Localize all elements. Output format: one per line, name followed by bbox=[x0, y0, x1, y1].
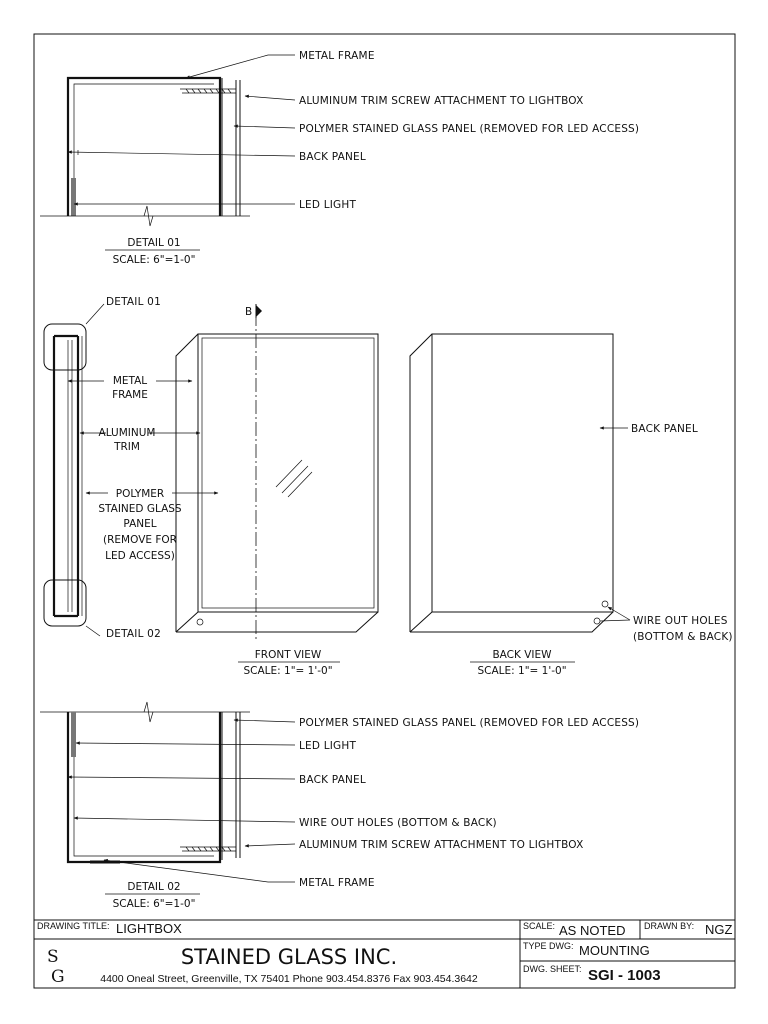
detail-02-title: DETAIL 02 bbox=[127, 881, 180, 893]
back-view-drawing bbox=[409, 333, 631, 633]
drawing-title-label: DRAWING TITLE: bbox=[37, 921, 110, 931]
label-metal-frame-02: METAL FRAME bbox=[299, 877, 375, 889]
section-mark-b: B bbox=[245, 306, 252, 318]
section-polymer-label-5: LED ACCESS) bbox=[105, 550, 175, 562]
logo-letter-g: G bbox=[51, 967, 65, 987]
detail-01-leaders bbox=[67, 54, 296, 206]
front-view-scale: SCALE: 1"= 1'-0" bbox=[243, 665, 332, 677]
section-aluminum-label-1: ALUMINUM bbox=[99, 427, 156, 439]
section-polymer-label-2: STAINED GLASS bbox=[98, 503, 182, 515]
scale-label: SCALE: bbox=[523, 921, 555, 931]
section-detail-01-label: DETAIL 01 bbox=[106, 296, 161, 308]
label-aluminum-trim-screw-01: ALUMINUM TRIM SCREW ATTACHMENT TO LIGHTB… bbox=[299, 95, 583, 107]
detail-01-drawing bbox=[40, 76, 250, 227]
detail-01-callout bbox=[43, 323, 87, 371]
detail-02-leaders bbox=[67, 718, 296, 883]
section-metal-label-2: FRAME bbox=[112, 389, 148, 401]
label-back-panel-view: BACK PANEL bbox=[631, 423, 698, 435]
section-view bbox=[43, 303, 219, 637]
label-led-light-02: LED LIGHT bbox=[299, 740, 356, 752]
type-dwg-label: TYPE DWG: bbox=[523, 941, 574, 951]
company-logo: S G bbox=[47, 947, 65, 987]
label-wire-holes-2: (BOTTOM & BACK) bbox=[633, 631, 733, 643]
label-wire-holes-02: WIRE OUT HOLES (BOTTOM & BACK) bbox=[299, 817, 497, 829]
drawn-by-value: NGZ bbox=[705, 922, 733, 937]
section-polymer-label-1: POLYMER bbox=[116, 488, 164, 500]
detail-02-drawing bbox=[40, 701, 250, 864]
label-led-light-01: LED LIGHT bbox=[299, 199, 356, 211]
dwg-sheet-label: DWG. SHEET: bbox=[523, 964, 582, 974]
dwg-sheet-value: SGI - 1003 bbox=[588, 967, 661, 984]
label-aluminum-trim-screw-02: ALUMINUM TRIM SCREW ATTACHMENT TO LIGHTB… bbox=[299, 839, 583, 851]
label-polymer-panel-02: POLYMER STAINED GLASS PANEL (REMOVED FOR… bbox=[299, 717, 639, 729]
company-address: 4400 Oneal Street, Greenville, TX 75401 … bbox=[100, 973, 478, 985]
label-back-panel-02: BACK PANEL bbox=[299, 774, 366, 786]
back-view-title: BACK VIEW bbox=[492, 649, 552, 661]
label-metal-frame-01: METAL FRAME bbox=[299, 50, 375, 62]
drawing-title-value: LIGHTBOX bbox=[116, 921, 182, 936]
title-block bbox=[34, 919, 735, 988]
front-view-title: FRONT VIEW bbox=[255, 649, 322, 661]
front-view-drawing bbox=[175, 304, 379, 642]
detail-01-title: DETAIL 01 bbox=[127, 237, 180, 249]
scale-value: AS NOTED bbox=[559, 923, 625, 938]
label-back-panel-01: BACK PANEL bbox=[299, 151, 366, 163]
type-dwg-value: MOUNTING bbox=[579, 943, 650, 958]
section-polymer-label-4: (REMOVE FOR bbox=[103, 534, 177, 546]
sheet-border bbox=[33, 33, 736, 989]
detail-02-scale: SCALE: 6"=1-0" bbox=[113, 898, 196, 910]
section-detail-02-label: DETAIL 02 bbox=[106, 628, 161, 640]
logo-letter-s: S bbox=[47, 947, 59, 967]
detail-02-callout bbox=[43, 579, 87, 627]
label-wire-holes-1: WIRE OUT HOLES bbox=[633, 615, 728, 627]
label-polymer-panel-01: POLYMER STAINED GLASS PANEL (REMOVED FOR… bbox=[299, 123, 639, 135]
detail-01-scale: SCALE: 6"=1-0" bbox=[113, 254, 196, 266]
section-metal-label-1: METAL bbox=[113, 375, 147, 387]
back-view-scale: SCALE: 1"= 1'-0" bbox=[477, 665, 566, 677]
section-polymer-label-3: PANEL bbox=[123, 518, 156, 530]
drawn-by-label: DRAWN BY: bbox=[644, 921, 694, 931]
section-aluminum-label-2: TRIM bbox=[113, 441, 140, 453]
company-name: STAINED GLASS INC. bbox=[181, 945, 397, 969]
